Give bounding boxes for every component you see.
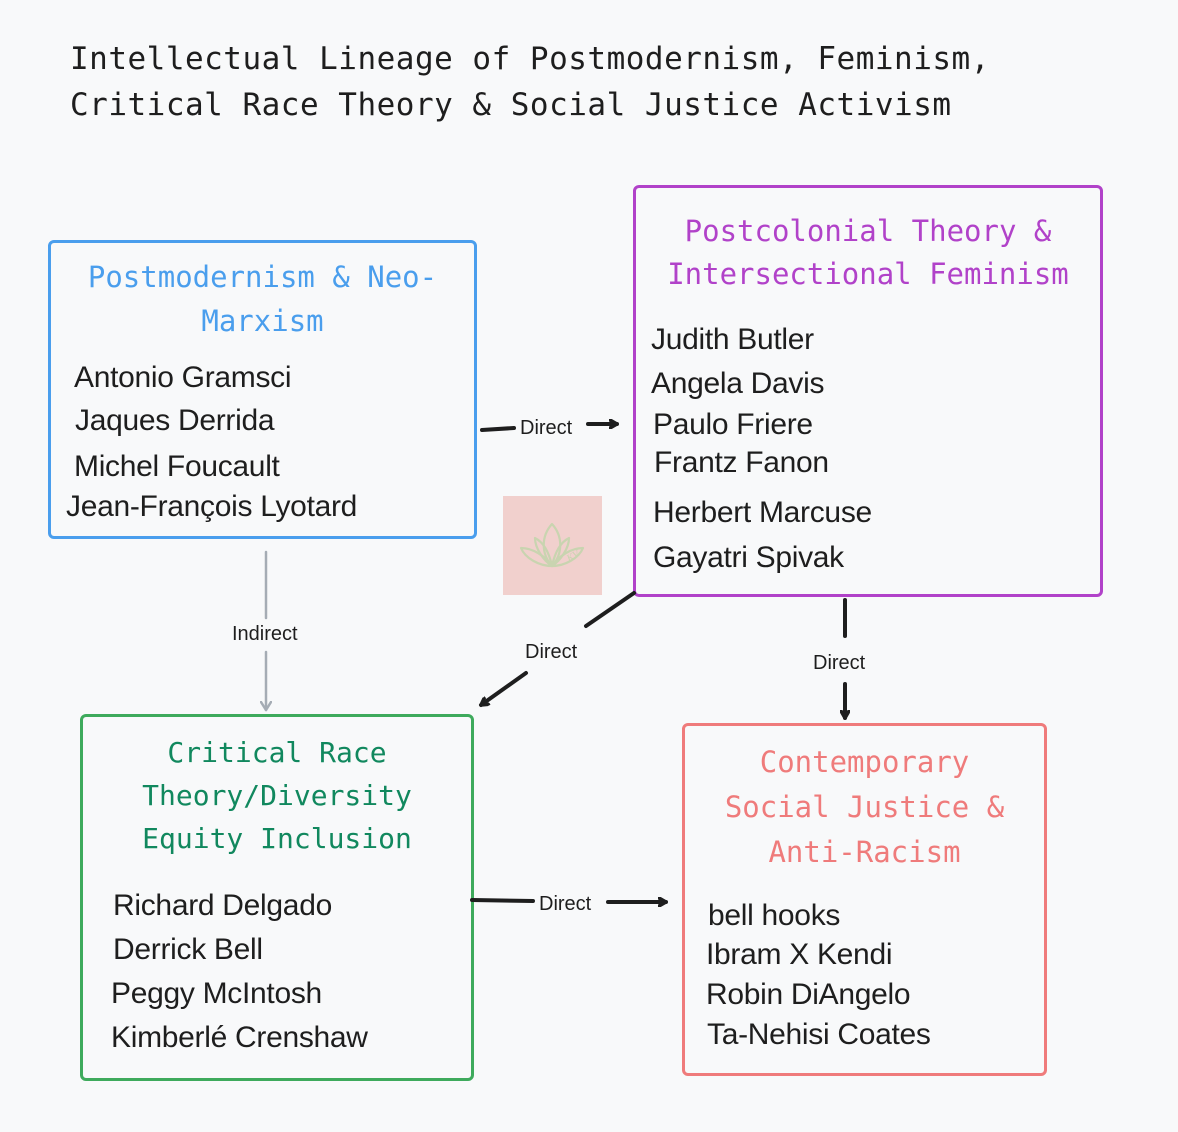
- name-item: Robin DiAngelo: [706, 978, 911, 1011]
- node-postcolonial: Postcolonial Theory & Intersectional Fem…: [633, 185, 1103, 597]
- name-item: Peggy McIntosh: [111, 977, 322, 1010]
- edge-label: Direct: [520, 417, 573, 439]
- name-item: Derrick Bell: [113, 933, 263, 966]
- node-postmodernism: Postmodernism & Neo- Marxism Antonio Gra…: [48, 240, 477, 539]
- node-crt: Critical Race Theory/Diversity Equity In…: [80, 714, 474, 1081]
- edge-postmodernism-postcolonial: Direct: [480, 417, 619, 439]
- name-item: Ta-Nehisi Coates: [707, 1018, 931, 1051]
- node-postmodernism-title: Postmodernism & Neo- Marxism: [87, 260, 438, 338]
- edge-label: Direct: [539, 893, 592, 915]
- name-item: Frantz Fanon: [654, 446, 829, 479]
- edge-label: Indirect: [232, 623, 298, 645]
- edge-postmodernism-crt: Indirect: [232, 550, 298, 712]
- edge-postcolonial-social-justice: Direct: [813, 598, 866, 720]
- node-social-justice: Contemporary Social Justice & Anti-Racis…: [682, 723, 1047, 1076]
- diagram-title: Intellectual Lineage of Postmodernism, F…: [70, 41, 990, 123]
- node-postcolonial-title: Postcolonial Theory & Intersectional Fem…: [667, 214, 1069, 291]
- name-item: Judith Butler: [651, 323, 814, 356]
- name-item: Richard Delgado: [113, 889, 332, 922]
- edge-crt-social-justice: Direct: [470, 893, 668, 915]
- name-item: Angela Davis: [651, 367, 825, 400]
- lotus-icon-graphic: KV: [519, 522, 585, 568]
- edge-postcolonial-crt: Direct: [479, 591, 636, 707]
- edge-label: Direct: [813, 652, 866, 674]
- name-item: Paulo Friere: [653, 408, 813, 441]
- name-item: Jean-François Lyotard: [66, 490, 358, 523]
- name-item: Gayatri Spivak: [653, 541, 844, 574]
- lotus-icon: KV: [503, 496, 602, 595]
- name-item: Herbert Marcuse: [653, 496, 872, 529]
- name-item: Jaques Derrida: [75, 404, 275, 437]
- name-item: Kimberlé Crenshaw: [111, 1021, 368, 1054]
- name-item: bell hooks: [708, 899, 841, 932]
- edge-label: Direct: [525, 641, 578, 663]
- name-item: Michel Foucault: [74, 450, 280, 483]
- node-crt-title: Critical Race Theory/Diversity Equity In…: [142, 736, 412, 855]
- node-social-justice-title: Contemporary Social Justice & Anti-Racis…: [724, 745, 1005, 869]
- name-item: Antonio Gramsci: [74, 361, 292, 394]
- name-item: Ibram X Kendi: [706, 938, 893, 971]
